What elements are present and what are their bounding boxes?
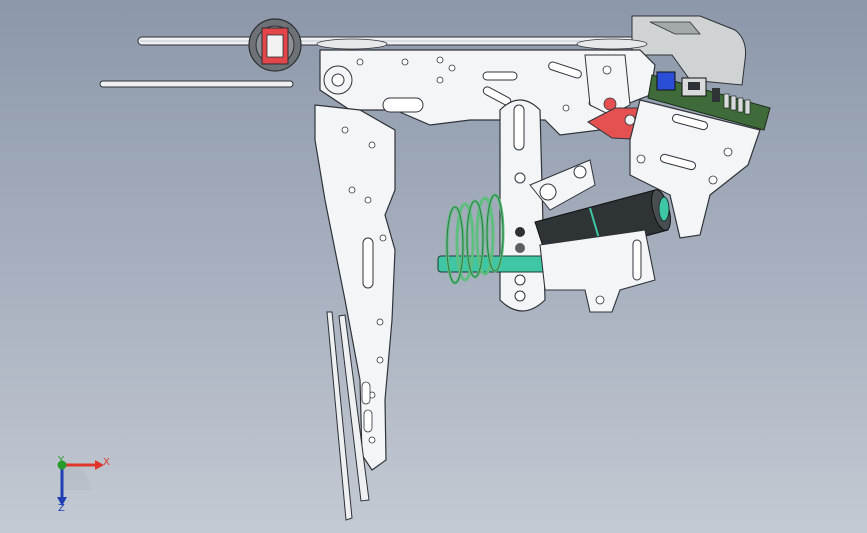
grey-bracket[interactable] [631, 15, 746, 86]
pcb-board[interactable] [647, 71, 771, 131]
lower-mount-plate[interactable] [539, 229, 656, 313]
motor-bracket[interactable] [629, 99, 761, 239]
diagonal-rods[interactable] [326, 311, 370, 521]
main-frame-plate[interactable] [316, 38, 656, 136]
x-axis-label: X [103, 457, 110, 468]
y-axis-label: Y [58, 455, 65, 466]
bearing-wheel[interactable] [248, 18, 302, 72]
y-axis-dot [57, 460, 67, 470]
orientation-triad [57, 460, 104, 506]
vertical-link[interactable] [499, 99, 546, 312]
coil-spring[interactable] [437, 193, 549, 285]
lower-rail[interactable] [99, 80, 294, 88]
z-axis-label: Z [58, 503, 65, 514]
leg-arm[interactable] [314, 104, 396, 471]
